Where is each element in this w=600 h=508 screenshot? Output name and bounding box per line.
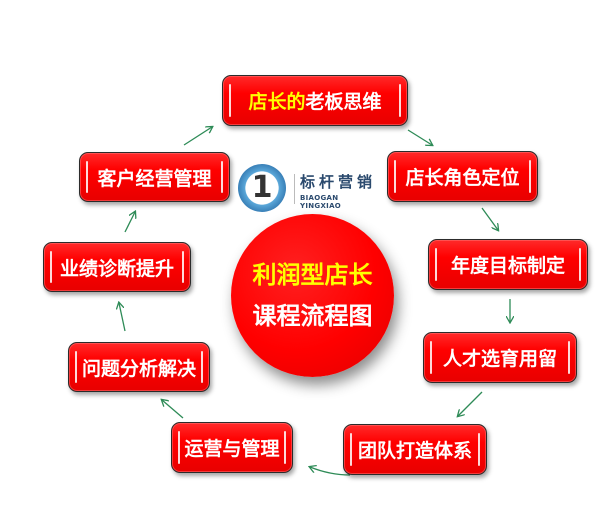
step-performance-diagnosis: 业绩诊断提升 — [43, 242, 191, 292]
step-label: 运营与管理 — [184, 438, 280, 460]
logo-ring-icon: 1 — [238, 164, 286, 212]
step-customer-management: 客户经营管理 — [79, 152, 230, 202]
hub-subtitle: 课程流程图 — [252, 301, 373, 330]
step-label: 团队打造体系 — [357, 440, 472, 462]
step-annual-goals: 年度目标制定 — [428, 239, 588, 290]
logo-number: 1 — [251, 169, 273, 205]
step-label: 问题分析解决 — [81, 357, 196, 380]
step-role-positioning: 店长角色定位 — [387, 151, 538, 202]
step-label: 业绩诊断提升 — [59, 257, 174, 280]
step-label: 老板思维 — [305, 91, 382, 113]
logo-name-en: BIAOGAN YINGXIAO — [300, 194, 342, 210]
step-operations-management: 运营与管理 — [171, 422, 293, 473]
step-team-building: 团队打造体系 — [343, 424, 487, 475]
step-label-highlight: 店长的 — [248, 91, 306, 113]
hub-title: 利润型店长 — [252, 260, 373, 289]
logo-divider — [294, 174, 295, 204]
step-owner-mindset: 店长的老板思维 — [222, 75, 408, 126]
step-problem-solving: 问题分析解决 — [68, 342, 210, 392]
step-label: 客户经营管理 — [97, 167, 212, 190]
logo-name-cn: 标杆营销 — [300, 173, 377, 191]
step-talent-management: 人才选育用留 — [423, 332, 577, 383]
step-label: 人才选育用留 — [442, 348, 557, 370]
step-label: 年度目标制定 — [450, 255, 565, 277]
center-hub: 利润型店长 课程流程图 — [231, 214, 394, 377]
brand-logo: 1 标杆营销 BIAOGAN YINGXIAO — [238, 164, 378, 214]
step-label: 店长角色定位 — [405, 167, 520, 189]
